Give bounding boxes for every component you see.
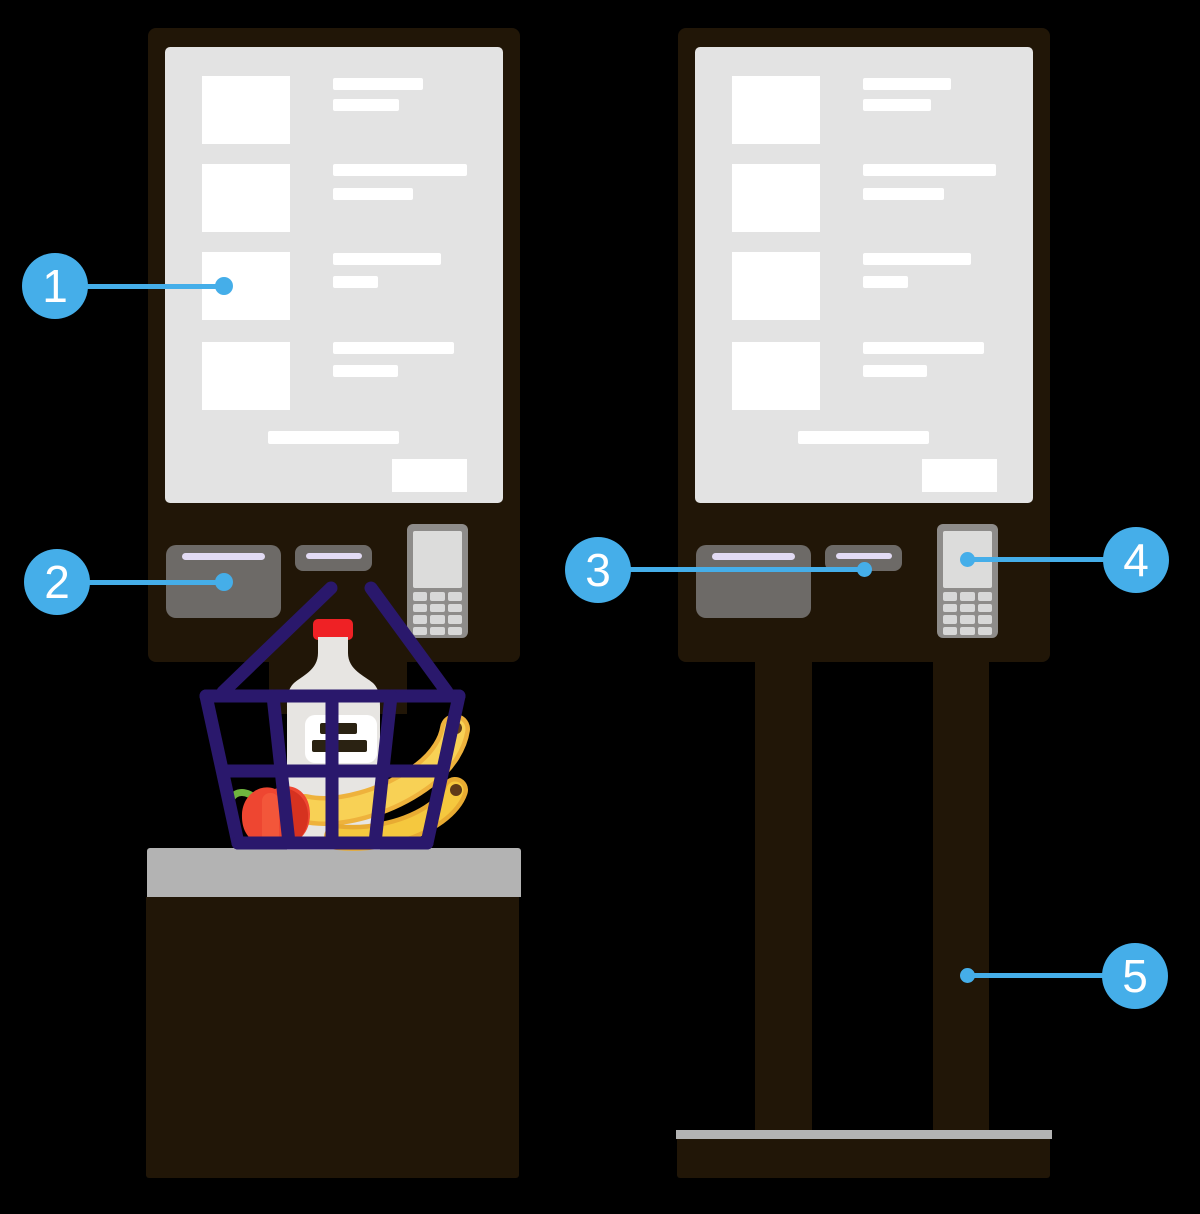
keypad-key xyxy=(977,626,992,635)
keypad-key xyxy=(447,626,462,635)
screen-text-line xyxy=(863,276,908,288)
kiosk-screen xyxy=(165,47,503,503)
payment-terminal xyxy=(937,524,998,638)
keypad-key xyxy=(960,615,975,624)
basket-frame xyxy=(199,581,466,850)
screen-text-line xyxy=(333,99,399,111)
keypad-key xyxy=(447,615,462,624)
callout-1-line xyxy=(55,284,224,289)
screen-text-line xyxy=(863,365,927,377)
callout-2-dot xyxy=(215,573,233,591)
callout-2-line xyxy=(57,580,224,585)
keypad-key xyxy=(943,615,958,624)
counter-top xyxy=(147,848,521,897)
screen-item-thumbnail xyxy=(732,252,820,320)
kiosk-leg-left xyxy=(755,661,812,1131)
screen-item-thumbnail xyxy=(202,164,290,232)
keypad-key xyxy=(977,603,992,612)
callout-2-circle[interactable]: 2 xyxy=(24,549,90,615)
callout-5-dot xyxy=(960,968,975,983)
screen-text-line xyxy=(333,78,423,90)
screen-item-thumbnail xyxy=(202,342,290,410)
screen-footer-bar xyxy=(268,431,399,444)
callout-4-circle[interactable]: 4 xyxy=(1103,527,1169,593)
screen-item-thumbnail xyxy=(732,342,820,410)
callout-3-dot xyxy=(857,562,872,577)
screen-text-line xyxy=(863,99,931,111)
keypad-key xyxy=(943,592,958,601)
screen-footer-bar xyxy=(798,431,929,444)
callout-3-circle[interactable]: 3 xyxy=(565,537,631,603)
slot-light xyxy=(306,553,362,559)
floor-base-plate xyxy=(676,1130,1052,1139)
screen-pay-button-placeholder xyxy=(392,459,467,492)
terminal-keypad xyxy=(413,592,462,635)
keypad-key xyxy=(413,626,428,635)
keypad-key xyxy=(447,592,462,601)
callout-1-circle[interactable]: 1 xyxy=(22,253,88,319)
screen-item-thumbnail xyxy=(732,76,820,144)
screen-text-line xyxy=(863,342,984,354)
keypad-key xyxy=(413,615,428,624)
keypad-key xyxy=(430,592,445,601)
keypad-key xyxy=(430,626,445,635)
counter-base xyxy=(146,897,519,1178)
keypad-key xyxy=(977,592,992,601)
screen-text-line xyxy=(863,253,971,265)
screen-item-thumbnail xyxy=(732,164,820,232)
screen-text-line xyxy=(333,253,441,265)
payment-terminal xyxy=(407,524,468,638)
callout-1-dot xyxy=(215,277,233,295)
keypad-key xyxy=(447,603,462,612)
shopping-basket-group xyxy=(199,581,470,851)
barcode-scanner xyxy=(696,545,811,618)
callout-5-circle[interactable]: 5 xyxy=(1102,943,1168,1009)
callout-4-number: 4 xyxy=(1123,534,1149,586)
keypad-key xyxy=(960,592,975,601)
floor-base xyxy=(677,1139,1050,1178)
screen-text-line xyxy=(333,342,454,354)
keypad-key xyxy=(960,626,975,635)
keypad-key xyxy=(413,592,428,601)
scanner-light xyxy=(712,553,795,560)
callout-2-number: 2 xyxy=(44,556,70,608)
keypad-key xyxy=(430,615,445,624)
keypad-key xyxy=(943,626,958,635)
keypad-key xyxy=(413,603,428,612)
terminal-keypad xyxy=(943,592,992,635)
kiosk-leg-right xyxy=(933,661,989,1131)
receipt-card-slot xyxy=(295,545,372,571)
callout-3-number: 3 xyxy=(585,544,611,596)
callout-4-dot xyxy=(960,552,975,567)
kiosk-floor-model xyxy=(678,28,1050,662)
callout-1-number: 1 xyxy=(42,260,68,312)
screen-text-line xyxy=(333,164,467,176)
keypad-key xyxy=(943,603,958,612)
screen-text-line xyxy=(333,188,413,200)
callout-3-line xyxy=(598,567,864,572)
terminal-screen xyxy=(413,531,462,588)
screen-text-line xyxy=(863,188,944,200)
kiosk-counter-model xyxy=(148,28,520,662)
callout-5-number: 5 xyxy=(1122,950,1148,1002)
keypad-key xyxy=(430,603,445,612)
scanner-light xyxy=(182,553,265,560)
screen-pay-button-placeholder xyxy=(922,459,997,492)
keypad-key xyxy=(960,603,975,612)
screen-text-line xyxy=(333,276,378,288)
callout-5-line xyxy=(967,973,1135,978)
keypad-key xyxy=(977,615,992,624)
screen-text-line xyxy=(863,78,951,90)
slot-light xyxy=(836,553,892,559)
screen-text-line xyxy=(863,164,996,176)
screen-text-line xyxy=(333,365,398,377)
screen-item-thumbnail xyxy=(202,76,290,144)
callout-4-line xyxy=(967,557,1136,562)
kiosk-screen xyxy=(695,47,1033,503)
